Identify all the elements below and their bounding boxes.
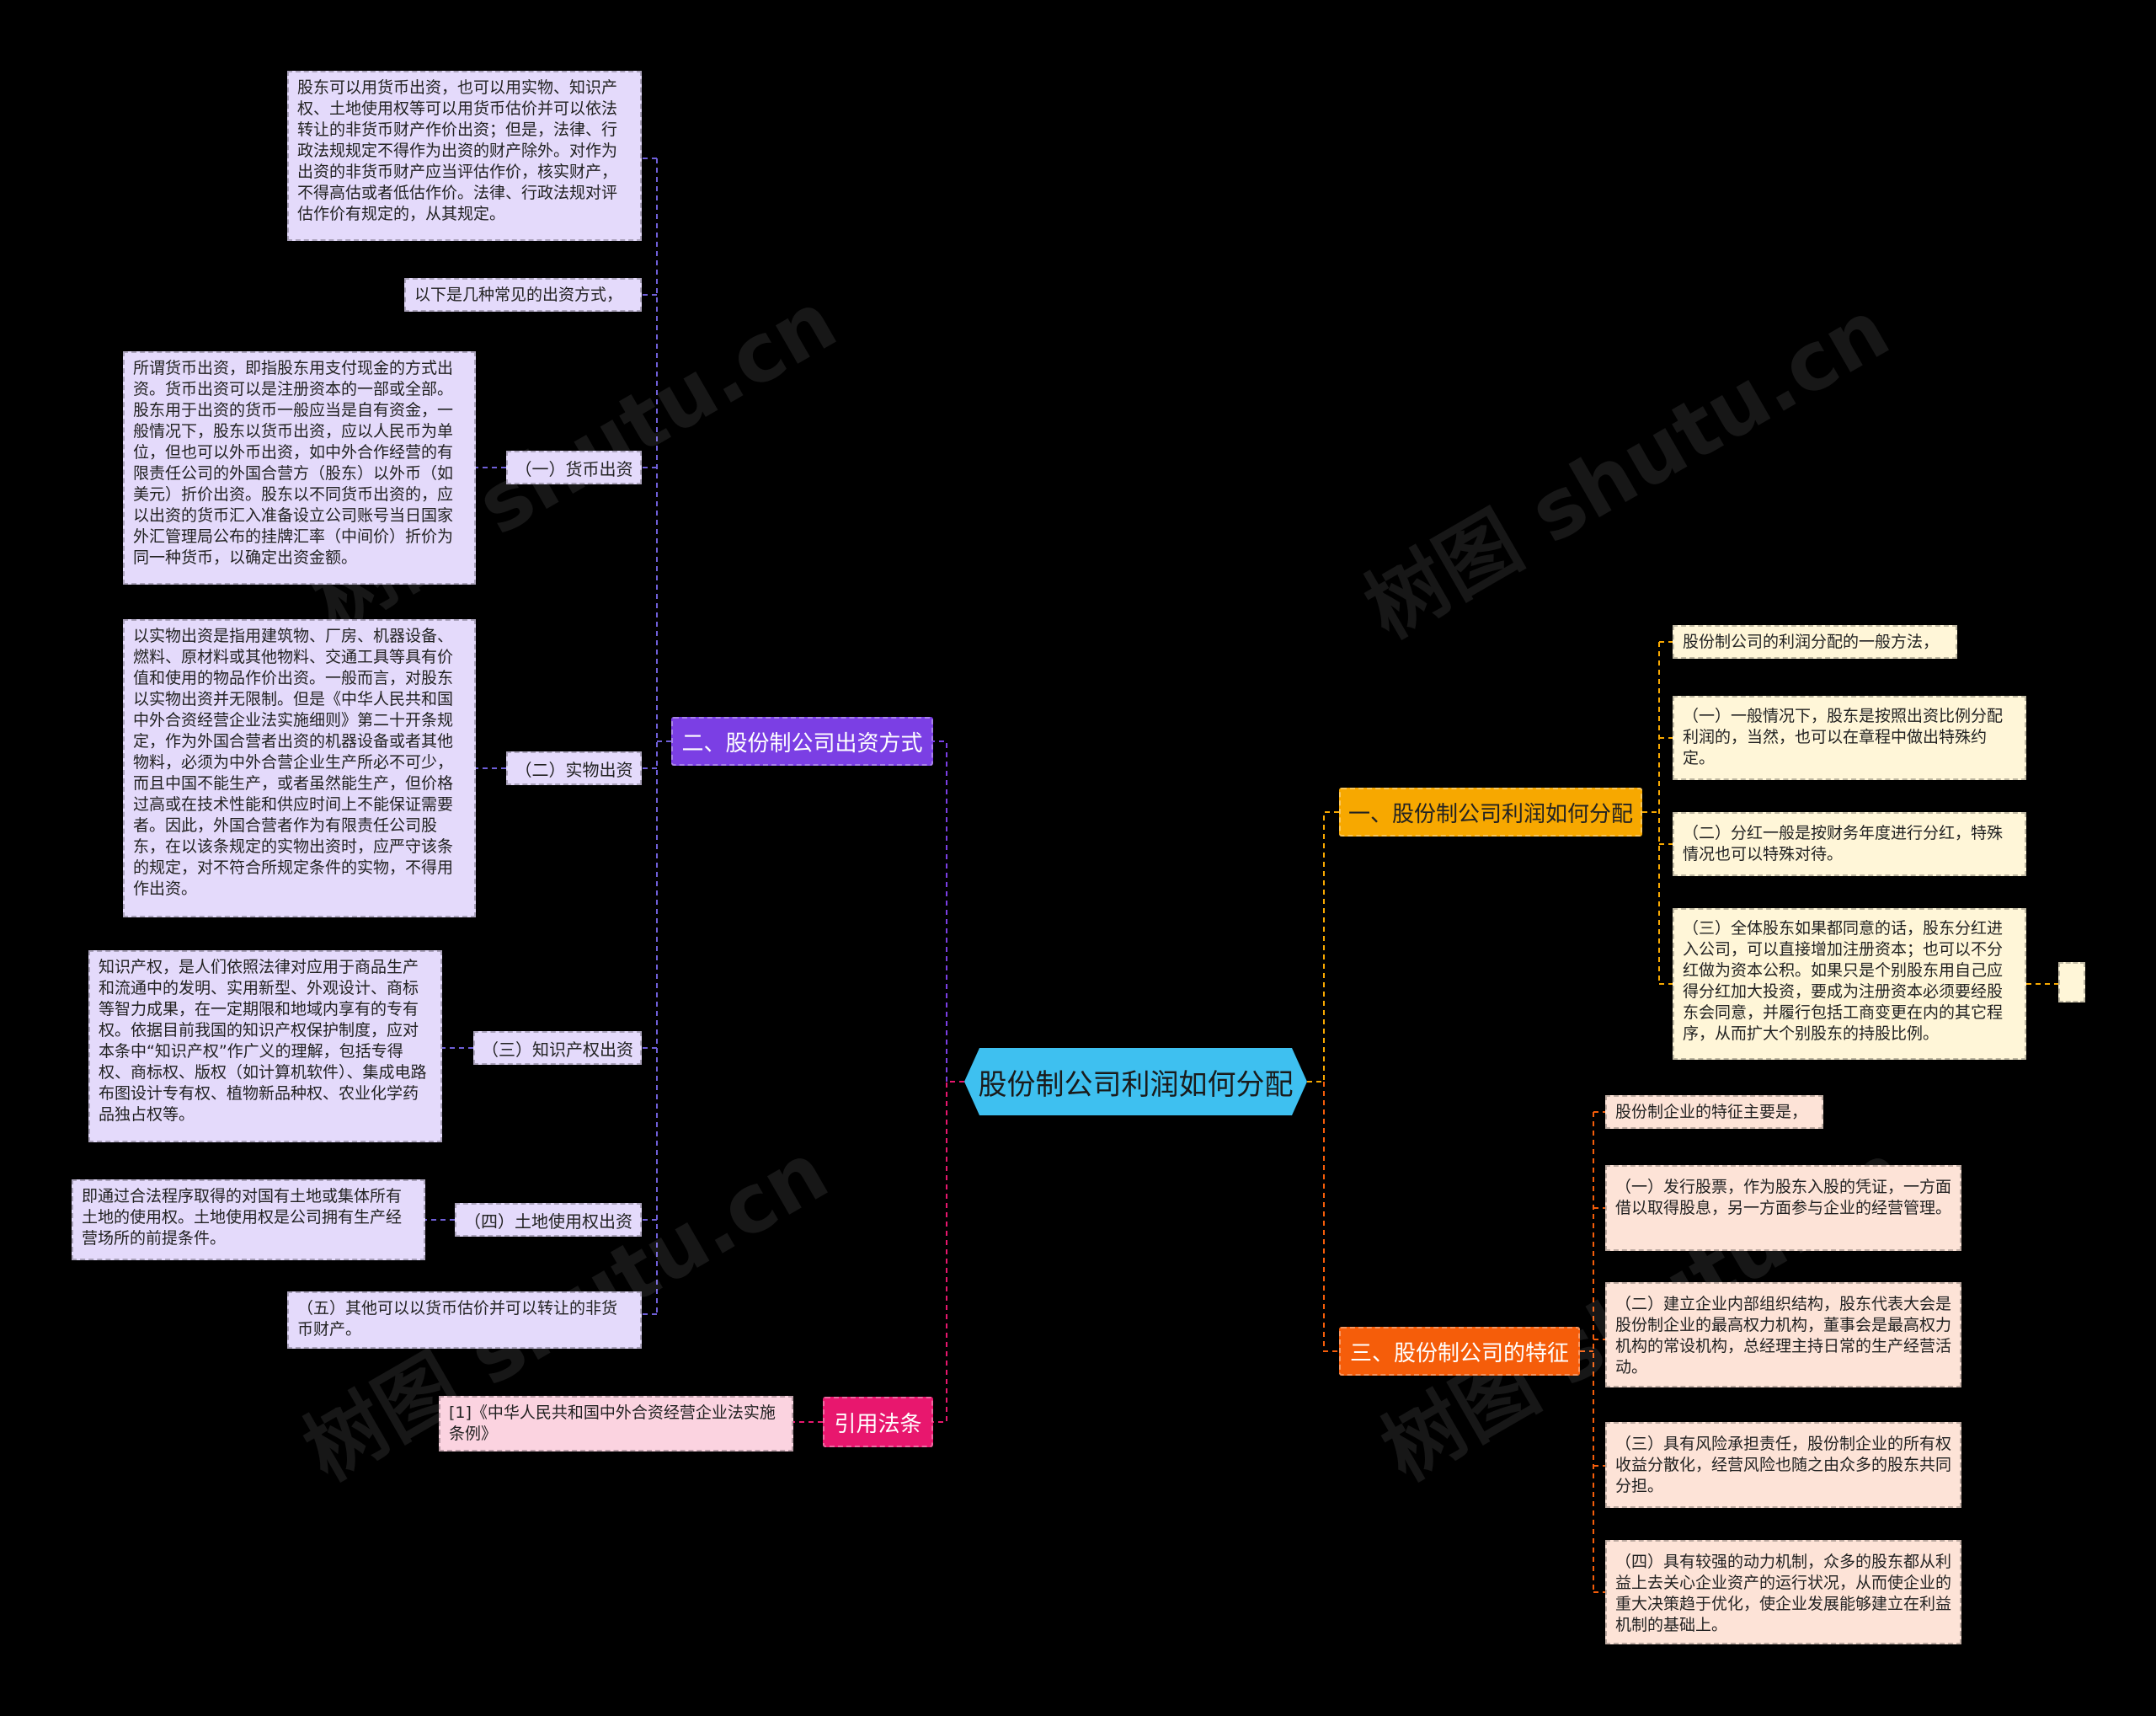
link-center-invest <box>933 740 947 1082</box>
invest-ip-label[interactable]: （三）知识产权出资 <box>473 1031 642 1065</box>
feature-2[interactable]: （二）建立企业内部组织结构，股东代表大会是股份制企业的最高权力机构，董事会是最高… <box>1605 1282 1961 1387</box>
branch-cited-law[interactable]: 引用法条 <box>823 1397 933 1447</box>
feature-4[interactable]: （四）具有较强的动力机制，众多的股东都从利益上去关心企业资产的运行状况，从而使企… <box>1605 1540 1961 1644</box>
profit-rule-3-attachment[interactable] <box>2058 962 2085 1002</box>
branch-profit-distribution[interactable]: 一、股份制公司利润如何分配 <box>1339 788 1642 837</box>
profit-general-method[interactable]: 股份制公司的利润分配的一般方法， <box>1673 625 1957 659</box>
invest-intro-note[interactable]: 股东可以用货币出资，也可以用实物、知识产权、土地使用权等可以用货币估价并可以依法… <box>287 71 642 241</box>
link-center-left-trunk <box>933 1081 964 1423</box>
feature-intro[interactable]: 股份制企业的特征主要是， <box>1605 1095 1823 1129</box>
invest-cash-detail[interactable]: 所谓货币出资，即指股东用支付现金的方式出资。货币出资可以是注册资本的一部或全部。… <box>123 351 476 585</box>
invest-land-detail[interactable]: 即通过合法程序取得的对国有土地或集体所有土地的使用权。土地使用权是公司拥有生产经… <box>72 1179 425 1260</box>
central-topic[interactable]: 股份制公司利润如何分配 <box>964 1048 1307 1115</box>
invest-cash-label[interactable]: （一）货币出资 <box>506 451 642 484</box>
invest-ip-detail[interactable]: 知识产权，是人们依照法律对应用于商品生产和流通中的发明、实用新型、外观设计、商标… <box>88 950 442 1142</box>
profit-rule-1[interactable]: （一）一般情况下，股东是按照出资比例分配利润的，当然，也可以在章程中做出特殊约定… <box>1673 696 2026 780</box>
profit-rule-2[interactable]: （二）分红一般是按财务年度进行分红，特殊情况也可以特殊对待。 <box>1673 812 2026 876</box>
invest-physical-detail[interactable]: 以实物出资是指用建筑物、厂房、机器设备、燃料、原材料或其他物料、交通工具等具有价… <box>123 619 476 917</box>
cited-law-item[interactable]: [1]《中华人民共和国中外合资经营企业法实施条例》 <box>439 1396 793 1451</box>
invest-land-label[interactable]: （四）土地使用权出资 <box>455 1203 642 1237</box>
profit-rule-3[interactable]: （三）全体股东如果都同意的话，股东分红进入公司，可以直接增加注册资本；也可以不分… <box>1673 908 2026 1060</box>
link-profit-spine <box>1642 642 1660 984</box>
link-invest-spine <box>656 158 671 1314</box>
branch-investment-methods[interactable]: 二、股份制公司出资方式 <box>671 717 933 766</box>
invest-common-methods[interactable]: 以下是几种常见的出资方式， <box>404 278 642 312</box>
link-center-right-trunk <box>1307 811 1339 1083</box>
feature-1[interactable]: （一）发行股票，作为股东入股的凭证，一方面借以取得股息，另一方面参与企业的经营管… <box>1605 1165 1961 1251</box>
invest-other-property[interactable]: （五）其他可以以货币估价并可以转让的非货币财产。 <box>287 1291 642 1349</box>
branch-company-features[interactable]: 三、股份制公司的特征 <box>1339 1327 1580 1376</box>
link-center-feature <box>1323 1082 1339 1352</box>
link-feature-spine <box>1580 1112 1594 1592</box>
invest-physical-label[interactable]: （二）实物出资 <box>506 751 642 785</box>
feature-3[interactable]: （三）具有风险承担责任，股份制企业的所有权收益分散化，经营风险也随之由众多的股东… <box>1605 1422 1961 1508</box>
